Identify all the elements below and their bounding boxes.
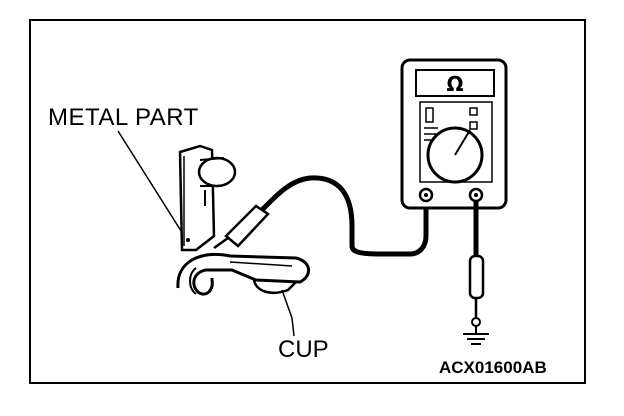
ohm-symbol: Ω bbox=[446, 72, 463, 96]
metal-part-leader bbox=[117, 130, 189, 243]
probe-icon bbox=[213, 204, 270, 250]
figure-code: ACX01600AB bbox=[439, 358, 547, 377]
test-lead-left bbox=[260, 175, 429, 257]
ground-symbol-icon bbox=[463, 317, 489, 345]
test-lead-right bbox=[468, 200, 485, 318]
cup-label: CUP bbox=[278, 336, 329, 363]
ohmmeter-icon bbox=[400, 58, 508, 210]
cup bbox=[176, 253, 310, 296]
metal-part-label: METAL PART bbox=[48, 104, 199, 131]
metal-part bbox=[178, 144, 237, 252]
cup-leader bbox=[281, 289, 295, 337]
